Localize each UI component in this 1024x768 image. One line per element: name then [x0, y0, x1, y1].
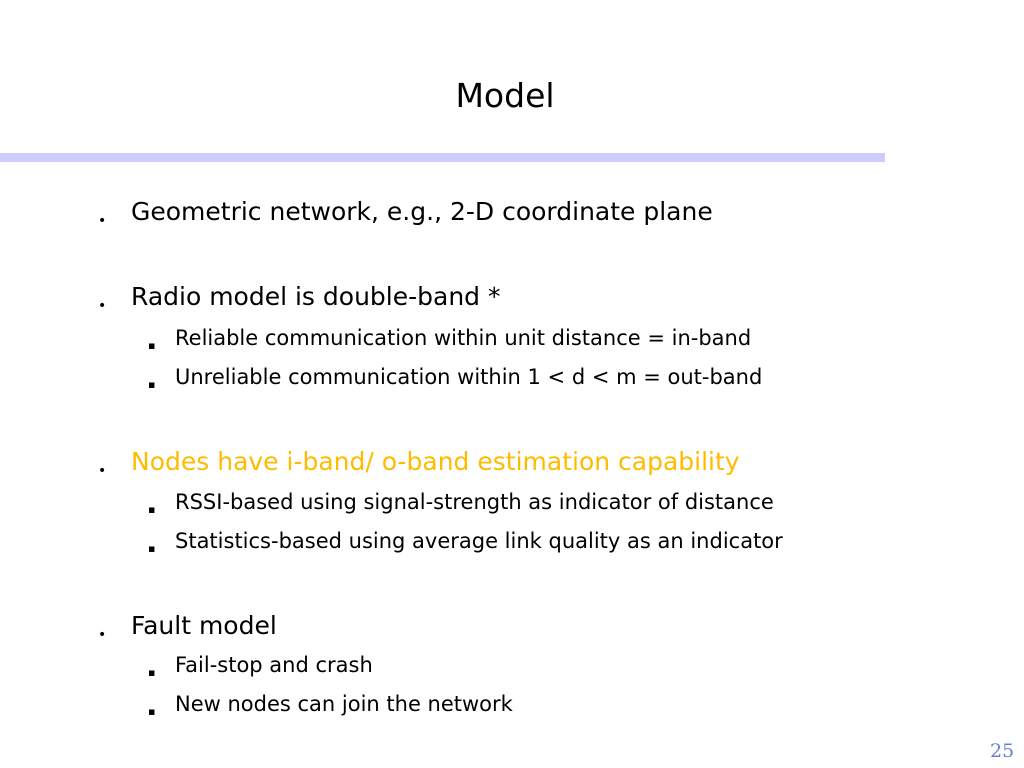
square-bullet-icon: ▪	[148, 666, 156, 679]
bullet-text: Geometric network, e.g., 2-D coordinate …	[131, 197, 713, 226]
sub-bullet-text: Unreliable communication within 1 < d < …	[175, 365, 763, 389]
bullet-dot-icon: •	[98, 298, 107, 314]
sub-bullet-text: Reliable communication within unit dista…	[175, 326, 752, 350]
sub-bullet-text: Statistics-based using average link qual…	[175, 529, 783, 553]
title-underline-bar	[0, 153, 885, 162]
bullet-dot-icon: •	[98, 627, 107, 643]
bullet-dot-icon: •	[98, 463, 107, 479]
bullet-text: Radio model is double-band *	[131, 282, 501, 311]
square-bullet-icon: ▪	[148, 378, 156, 391]
sub-bullet-text: RSSI-based using signal-strength as indi…	[175, 490, 774, 514]
slide-title: Model	[455, 76, 555, 115]
sub-bullet-text: Fail-stop and crash	[175, 653, 373, 677]
page-number: 25	[990, 740, 1015, 762]
bullet-text: Fault model	[131, 611, 277, 640]
square-bullet-icon: ▪	[148, 542, 156, 555]
square-bullet-icon: ▪	[148, 503, 156, 516]
bullet-text: Nodes have i-band/ o-band estimation cap…	[131, 447, 740, 476]
bullet-dot-icon: •	[98, 213, 107, 229]
square-bullet-icon: ▪	[148, 705, 156, 718]
square-bullet-icon: ▪	[148, 339, 156, 352]
sub-bullet-text: New nodes can join the network	[175, 692, 513, 716]
